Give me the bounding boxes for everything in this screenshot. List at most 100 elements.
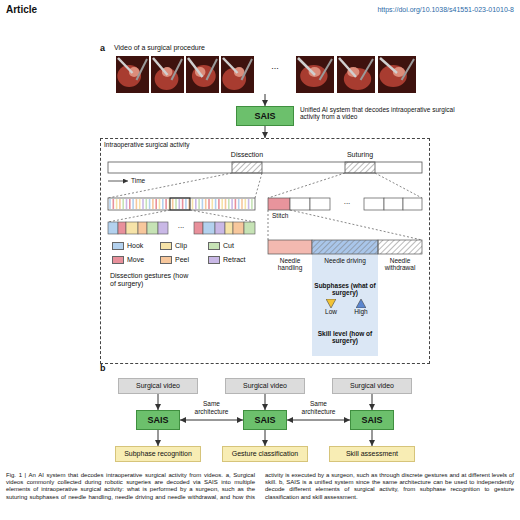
- legend-text: Move: [127, 256, 144, 264]
- ellipsis: ...: [335, 197, 359, 206]
- tissue: [344, 68, 371, 90]
- video-frame: [151, 56, 184, 93]
- connector-arrow: [158, 394, 159, 410]
- connector-arrow: [180, 420, 243, 421]
- gesture-stripe: [122, 199, 124, 209]
- stitch-segment: [268, 198, 290, 210]
- label-holder: Needle driving: [312, 257, 378, 264]
- zoom-line: [268, 173, 345, 198]
- stitch-segment: [310, 198, 330, 210]
- figure-caption: Fig. 1 | An AI system that decodes intra…: [6, 472, 514, 501]
- gesture-segment: [233, 222, 244, 234]
- label-holder: Needle withdrawal: [378, 257, 422, 272]
- legend-item: Clip: [160, 242, 187, 250]
- subphase-label: Needle handling: [268, 257, 312, 272]
- ai-model-box: SAIS: [136, 410, 180, 430]
- edge-label: Same architecture: [189, 400, 235, 415]
- box-text: SAIS: [361, 415, 382, 425]
- group-label: Dissection gestures (how of surgery): [110, 272, 190, 288]
- label-holder: ...: [335, 197, 359, 206]
- zoom-line: [108, 173, 232, 198]
- gesture-stripe: [221, 199, 223, 209]
- instrument: [188, 58, 203, 77]
- edge-label: Same architecture: [296, 400, 342, 415]
- zoom-line: [255, 173, 262, 198]
- timeline-bar: [108, 162, 422, 173]
- gesture-stripe: [241, 199, 243, 209]
- gesture-stripe: [192, 199, 194, 209]
- gesture-stripe: [175, 199, 177, 209]
- gesture-stripe: [245, 199, 247, 209]
- journal-section: Article: [6, 4, 37, 16]
- gesture-stripe: [109, 199, 111, 209]
- frame-ground: [151, 56, 184, 93]
- gesture-stripe: [218, 199, 220, 209]
- frame-ground: [337, 56, 375, 93]
- gesture-stripe: [198, 199, 200, 209]
- gesture-stripe: [179, 199, 181, 209]
- stitch-segment: [364, 198, 384, 210]
- input-box: Surgical video: [332, 378, 412, 394]
- skill-triangle: [356, 299, 366, 308]
- legend-swatch: [160, 256, 172, 264]
- gesture-segment: [244, 222, 255, 234]
- box-text: Skill assessment: [346, 450, 398, 458]
- gesture-stripe: [238, 199, 240, 209]
- gesture-stripe: [146, 199, 148, 209]
- ai-model-box: SAIS: [236, 106, 294, 126]
- tissue: [300, 65, 327, 87]
- subphase-label: Needle driving: [312, 257, 378, 264]
- axis-label: Time: [131, 177, 145, 184]
- legend-text: Low: [325, 308, 337, 315]
- legend-swatch: [208, 256, 220, 264]
- gesture-stripe: [208, 199, 210, 209]
- group-label: Skill level (how of surgery): [313, 330, 377, 345]
- legend-item: Retract: [208, 256, 246, 264]
- annotation: Unified AI system that decodes intraoper…: [300, 106, 470, 121]
- unit-label: Stitch: [272, 212, 288, 219]
- box-text: SAIS: [147, 415, 168, 425]
- gesture-stripe: [152, 199, 154, 209]
- box-text: Surgical video: [136, 382, 180, 390]
- instrument: [320, 59, 332, 80]
- gesture-segment: [108, 222, 118, 234]
- driving-hatch: [312, 240, 378, 254]
- connector-arrow: [372, 394, 373, 410]
- label-holder: Needle handling: [268, 257, 312, 272]
- video-frame: [337, 56, 375, 93]
- gesture-stripe: [182, 199, 184, 209]
- gesture-stripe: [129, 199, 131, 209]
- gesture-stripe: [215, 199, 217, 209]
- gesture-segment: [225, 222, 233, 234]
- label-holder: Dissection: [217, 151, 277, 159]
- zoom-window: [170, 198, 190, 210]
- legend-swatch: [112, 242, 124, 250]
- gesture-stripe: [119, 199, 121, 209]
- gesture-stripe: [251, 199, 253, 209]
- legend-swatch: [208, 242, 220, 250]
- label-holder: b: [100, 363, 106, 373]
- frame-ground: [378, 56, 416, 93]
- gesture-stripe: [231, 199, 233, 209]
- box-text: Surgical video: [243, 382, 287, 390]
- instrument: [136, 59, 147, 80]
- connector-arrow: [265, 126, 266, 138]
- legend-text: High: [354, 308, 367, 315]
- ellipsis: ...: [171, 221, 191, 230]
- box-text: Gesture classification: [232, 450, 299, 458]
- connector-arrow: [265, 94, 266, 106]
- legend-text: Peel: [175, 256, 189, 264]
- gesture-segment: [194, 222, 203, 234]
- gesture-segment: [203, 222, 215, 234]
- ai-model-box: SAIS: [350, 410, 394, 430]
- legend-item: High: [348, 299, 374, 315]
- legend-item: Peel: [160, 256, 189, 264]
- suturing-segment: [345, 162, 375, 173]
- box-text: Subphase recognition: [124, 450, 192, 458]
- driving-column: [312, 240, 378, 356]
- gesture-stripe: [159, 199, 161, 209]
- gesture-stripe: [113, 199, 115, 209]
- output-box: Subphase recognition: [115, 446, 201, 462]
- triangle-shape: [356, 299, 366, 308]
